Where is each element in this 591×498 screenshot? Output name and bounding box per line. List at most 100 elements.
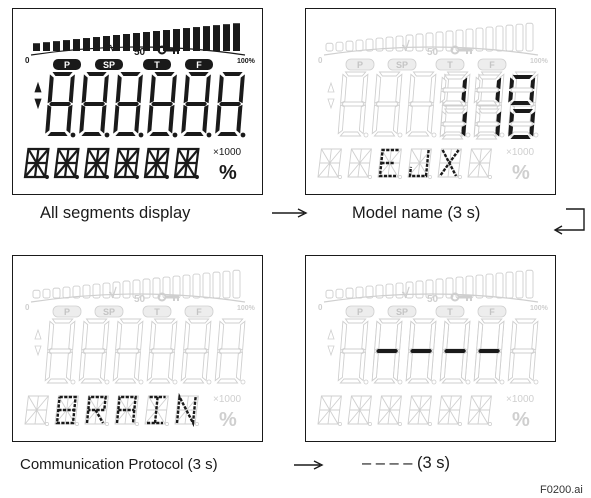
bar-segment: [505, 271, 514, 299]
decimal-point: [363, 132, 369, 138]
bar-segment: [83, 38, 90, 51]
bar-segment: [142, 278, 151, 299]
tag-box: [435, 305, 465, 318]
segment-d: [475, 378, 498, 384]
tag-t: T: [143, 59, 171, 70]
bargraph: [325, 22, 534, 52]
tag-sp: SP: [95, 59, 123, 70]
segment-e: [147, 104, 154, 134]
bar-segment: [32, 289, 41, 299]
segment-c: [392, 351, 401, 382]
label-percent: %: [512, 162, 530, 184]
alpha-diag2: [24, 395, 49, 425]
segment-e: [337, 351, 345, 382]
segment-b: [204, 74, 211, 104]
segment-c: [202, 104, 209, 134]
alpha-row: [23, 147, 200, 179]
bar-segment: [335, 288, 344, 299]
tag-text: P: [64, 307, 70, 317]
bar-segment: [73, 39, 80, 51]
bar-segment: [345, 40, 354, 52]
bar-segment: [192, 273, 201, 299]
key-icon: [157, 292, 179, 302]
alpha-dot: [428, 175, 432, 179]
main-digit-0: [337, 318, 369, 384]
segment-d: [339, 378, 362, 384]
alpha-digit-2: [377, 395, 402, 425]
alpha-diag2: [317, 148, 342, 178]
segment-f: [217, 320, 225, 351]
segment-d: [475, 134, 498, 140]
segment-c: [99, 351, 108, 382]
bar-segment: [82, 284, 91, 299]
segment-g: [476, 87, 500, 93]
tag-box: [185, 59, 213, 70]
segment-d: [373, 131, 396, 137]
segment-e: [146, 351, 154, 382]
alpha-dot: [338, 422, 342, 426]
segment-b: [395, 320, 403, 351]
segment-c: [426, 351, 435, 382]
alpha-digit-1: [347, 395, 372, 425]
decimal-point: [499, 379, 505, 385]
bar-segment: [515, 23, 524, 52]
bar-segment: [495, 272, 504, 299]
segment-a: [119, 318, 142, 324]
tag-text: P: [357, 307, 363, 317]
label-x1000: ×1000: [213, 394, 242, 405]
segment-d: [510, 135, 531, 139]
segment-d: [115, 132, 136, 136]
key-icon: [450, 292, 472, 302]
segment-e: [405, 351, 413, 382]
segment-b: [462, 77, 468, 90]
segment-g: [219, 102, 241, 106]
segment-b: [238, 320, 246, 351]
segment-b: [102, 320, 110, 351]
segment-g: [341, 348, 365, 354]
bargraph-baseline: [323, 46, 539, 56]
tag-box: [95, 59, 123, 70]
main-digits: [44, 318, 246, 385]
segment-d: [441, 134, 464, 140]
segment-a: [378, 71, 401, 77]
segment-f: [440, 110, 447, 124]
tag-f: F: [477, 305, 507, 318]
segment-d: [81, 132, 102, 136]
label-zero: 0: [25, 303, 30, 312]
decimal-point: [138, 379, 144, 385]
bar-segment: [505, 24, 514, 52]
main-digit-4: [180, 318, 212, 384]
tag-f: F: [185, 59, 213, 70]
alpha-diag2: [467, 148, 492, 178]
tag-text: SP: [396, 307, 408, 317]
segment-e: [371, 351, 379, 382]
bar-segment: [72, 285, 81, 299]
sqrt-icon: √: [402, 38, 410, 54]
alpha-digit-1: [347, 148, 372, 178]
segment-g: [375, 101, 399, 107]
label-x1000: ×1000: [506, 147, 535, 158]
tag-text: F: [196, 307, 202, 317]
segment-e: [507, 351, 515, 382]
segment-f: [474, 76, 481, 90]
key-shaft: [458, 48, 472, 52]
decimal-point: [397, 132, 403, 138]
segment-d: [217, 132, 238, 136]
alpha-diag2: [174, 148, 200, 178]
active-digit: [473, 318, 505, 384]
tag-t: T: [142, 305, 172, 318]
segment-f: [81, 320, 89, 351]
alpha-digit-0: [317, 148, 342, 178]
segment-g: [218, 348, 242, 354]
segment-d: [441, 378, 464, 384]
segment-c: [235, 351, 244, 382]
segment-d: [46, 378, 69, 384]
segment-c: [100, 104, 107, 134]
alpha-diag2: [407, 148, 432, 178]
bar-segment: [233, 23, 240, 51]
tag-box: [345, 58, 375, 71]
segment-f: [510, 320, 518, 351]
decimal-point: [206, 132, 212, 138]
